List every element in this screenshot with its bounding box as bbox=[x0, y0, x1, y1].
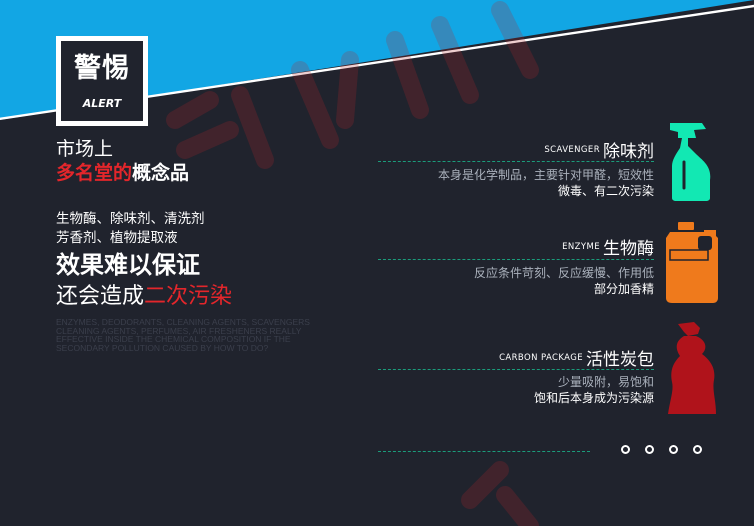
pagination-dot[interactable] bbox=[621, 445, 630, 454]
product-desc-enzyme: 反应条件苛刻、反应缓慢、作用低 部分加香精 bbox=[474, 265, 654, 297]
alert-badge: 警惕 ALERT bbox=[56, 36, 148, 126]
carbon-bag-icon bbox=[664, 320, 720, 420]
product-desc-gray: 本身是化学制品，主要针对甲醛，短效性 bbox=[437, 168, 654, 182]
product-title-zh: 除味剂 bbox=[603, 142, 654, 162]
effect-heading: 效果难以保证 bbox=[56, 251, 200, 279]
product-title-en: ENZYME bbox=[562, 241, 600, 252]
product-divider bbox=[378, 369, 654, 370]
product-divider bbox=[378, 161, 654, 162]
product-desc-white: 微毒、有二次污染 bbox=[557, 184, 654, 198]
product-title-en: SCAVENGER bbox=[544, 144, 600, 155]
product-divider bbox=[378, 259, 654, 260]
pollution-heading-red: 二次污染 bbox=[144, 284, 233, 309]
product-title-zh: 生物酶 bbox=[603, 239, 654, 259]
spray-bottle-icon bbox=[668, 120, 714, 206]
product-desc-white: 饱和后本身成为污染源 bbox=[533, 391, 654, 405]
product-desc-gray: 少量吸附，易饱和 bbox=[557, 375, 654, 389]
pollution-heading-white: 还会造成 bbox=[56, 284, 145, 309]
product-title-zh: 活性炭包 bbox=[586, 350, 654, 370]
alert-badge-title: 警惕 bbox=[74, 53, 130, 84]
pagination-dot[interactable] bbox=[669, 445, 678, 454]
pagination-dot[interactable] bbox=[693, 445, 702, 454]
product-title-en: CARBON PACKAGE bbox=[499, 352, 583, 363]
market-heading: 市场上 bbox=[56, 138, 114, 160]
pollution-heading: 还会造成二次污染 bbox=[56, 284, 232, 310]
brand-heading: 多名堂的概念品 bbox=[56, 162, 189, 184]
pagination-dot[interactable] bbox=[645, 445, 654, 454]
canister-icon bbox=[664, 220, 720, 308]
brand-heading-red: 多名堂的 bbox=[56, 162, 133, 184]
products-line-2: 芳香剂、植物提取液 bbox=[56, 230, 178, 246]
english-caption: ENZYMES, DEODORANTS, CLEANING AGENTS, SC… bbox=[56, 317, 310, 353]
brand-heading-white: 概念品 bbox=[132, 162, 190, 184]
product-desc-scavenger: 本身是化学制品，主要针对甲醛，短效性 微毒、有二次污染 bbox=[438, 167, 654, 199]
product-desc-gray: 反应条件苛刻、反应缓慢、作用低 bbox=[473, 266, 654, 280]
alert-badge-subtitle: ALERT bbox=[82, 97, 122, 110]
bottom-divider bbox=[378, 451, 590, 452]
products-line-1: 生物酶、除味剂、清洗剂 bbox=[56, 211, 205, 227]
product-desc-carbon: 少量吸附，易饱和 饱和后本身成为污染源 bbox=[534, 374, 654, 406]
product-desc-white: 部分加香精 bbox=[593, 282, 654, 296]
